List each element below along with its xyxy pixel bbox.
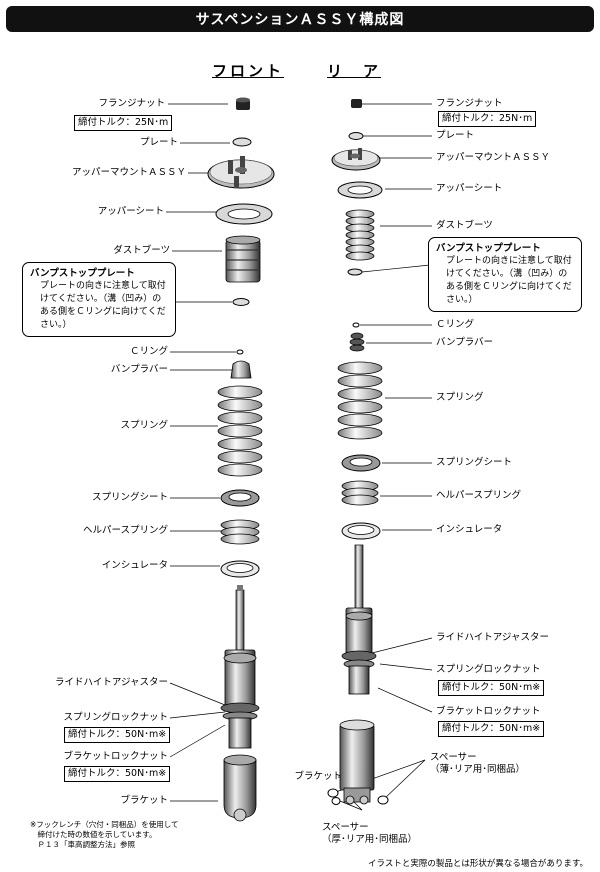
front-insulator-label: インシュレータ xyxy=(101,560,168,571)
torque-footnote: ※フックレンチ（穴付・同梱品）を使用して 締付けた時の数値を示しています。 Ｐ１… xyxy=(30,820,179,849)
front-c-ring-label: Ｃリング xyxy=(129,346,168,357)
front-spring xyxy=(217,385,263,477)
rear-bump-stop-plate xyxy=(347,268,363,276)
rear-bump-rubber-label: バンプラバー xyxy=(436,337,494,348)
rear-spacer-thick-label: スペーサー （厚･リア用･同梱品） xyxy=(322,822,418,845)
rear-flange-torque: 締付トルク：25N･m xyxy=(438,111,537,127)
front-bracket-label: ブラケット xyxy=(120,795,168,806)
front-bump-stop-plate-title: バンプストッププレート xyxy=(30,268,135,279)
front-spring-lock-torque: 締付トルク：50N･m※ xyxy=(64,727,171,743)
rear-bump-stop-plate-title: バンプストッププレート xyxy=(436,243,541,254)
front-c-ring xyxy=(236,349,244,355)
rear-plate xyxy=(348,132,364,140)
rear-spring-lock-nut-label: スプリングロックナット xyxy=(436,664,541,675)
rear-helper-spring-label: ヘルパースプリング xyxy=(436,490,522,501)
front-section-title: フロント xyxy=(212,62,285,80)
front-flange-nut-label: フランジナット xyxy=(98,98,165,109)
rear-bump-stop-plate-text: プレートの向きに注意して取付 けてください。（溝（凹み）の ある側をＣリングに向… xyxy=(446,256,572,305)
rear-dust-boot-label: ダストブーツ xyxy=(436,220,493,231)
front-bump-stop-plate-text: プレートの向きに注意して取付 けてください。（溝（凹み）の ある側をＣリングに向… xyxy=(40,281,166,330)
rear-bump-rubber xyxy=(349,332,365,352)
front-helper-spring xyxy=(220,519,260,545)
front-bump-stop-plate-note: バンプストッププレート プレートの向きに注意して取付 けてください。（溝（凹み）… xyxy=(22,262,176,337)
rear-upper-sheet-label: アッパーシート xyxy=(436,183,503,194)
front-flange-torque: 締付トルク：25N･m xyxy=(74,115,173,131)
front-upper-mount xyxy=(207,156,275,189)
rear-upper-mount xyxy=(331,148,381,171)
rear-insulator-label: インシュレータ xyxy=(436,524,503,535)
rear-section-title: リ ア xyxy=(327,62,382,80)
rear-bracket-lock-torque: 締付トルク：50N･m※ xyxy=(438,721,545,737)
rear-damper xyxy=(339,544,377,805)
rear-helper-spring xyxy=(341,480,379,506)
rear-flange-nut-label: フランジナット xyxy=(436,98,503,109)
rear-insulator xyxy=(341,522,381,540)
rear-spring-sheet xyxy=(341,454,381,472)
rear-bracket-lock-nut-label: ブラケットロックナット xyxy=(436,706,541,717)
front-plate xyxy=(232,137,252,147)
front-ride-height-label: ライドハイトアジャスター xyxy=(55,677,168,688)
front-spring-lock-nut-label: スプリングロックナット xyxy=(63,712,168,723)
rear-spacer-thin-label: スペーサー （薄･リア用･同梱品） xyxy=(430,752,526,775)
rear-c-ring-label: Ｃリング xyxy=(436,319,475,330)
rear-spring xyxy=(337,361,383,440)
page-title: サスペンションＡＳＳＹ構成図 xyxy=(6,6,594,32)
front-helper-spring-label: ヘルパースプリング xyxy=(82,525,168,536)
rear-bracket-label: ブラケット xyxy=(294,771,342,782)
rear-upper-sheet xyxy=(337,181,383,199)
front-spring-sheet xyxy=(220,489,260,507)
front-upper-mount-label: アッパーマウントＡＳＳＹ xyxy=(71,167,186,178)
leader-lines xyxy=(166,103,433,811)
rear-plate-label: プレート xyxy=(436,130,475,141)
front-dust-boot-label: ダストブーツ xyxy=(113,245,170,256)
front-bump-stop-plate xyxy=(232,298,250,306)
front-upper-sheet xyxy=(215,203,273,225)
front-dust-boot xyxy=(225,235,261,283)
rear-spring-sheet-label: スプリングシート xyxy=(436,457,513,468)
front-bracket-lock-nut-label: ブラケットロックナット xyxy=(63,751,168,762)
front-spring-label: スプリング xyxy=(120,420,168,431)
front-bump-rubber-label: バンプラバー xyxy=(110,364,168,375)
rear-spring-lock-torque: 締付トルク：50N･m※ xyxy=(438,680,545,696)
rear-c-ring xyxy=(352,322,360,328)
rear-spacers xyxy=(327,788,389,805)
front-flange-nut xyxy=(236,97,250,110)
rear-dust-boot xyxy=(345,209,375,261)
front-plate-label: プレート xyxy=(139,137,178,148)
front-bump-rubber xyxy=(230,360,252,379)
front-insulator xyxy=(220,560,260,578)
front-upper-sheet-label: アッパーシート xyxy=(97,206,164,217)
rear-flange-nut xyxy=(351,99,362,108)
disclaimer: イラストと実際の製品とは形状が異なる場合があります。 xyxy=(368,859,588,869)
front-damper xyxy=(220,585,260,822)
front-spring-sheet-label: スプリングシート xyxy=(91,492,168,503)
front-bracket-lock-torque: 締付トルク：50N･m※ xyxy=(64,766,171,782)
rear-ride-height-label: ライドハイトアジャスター xyxy=(436,632,549,643)
rear-upper-mount-label: アッパーマウントＡＳＳＹ xyxy=(436,152,551,163)
rear-spring-label: スプリング xyxy=(436,392,484,403)
rear-bump-stop-plate-note: バンプストッププレート プレートの向きに注意して取付 けてください。（溝（凹み）… xyxy=(428,237,582,312)
